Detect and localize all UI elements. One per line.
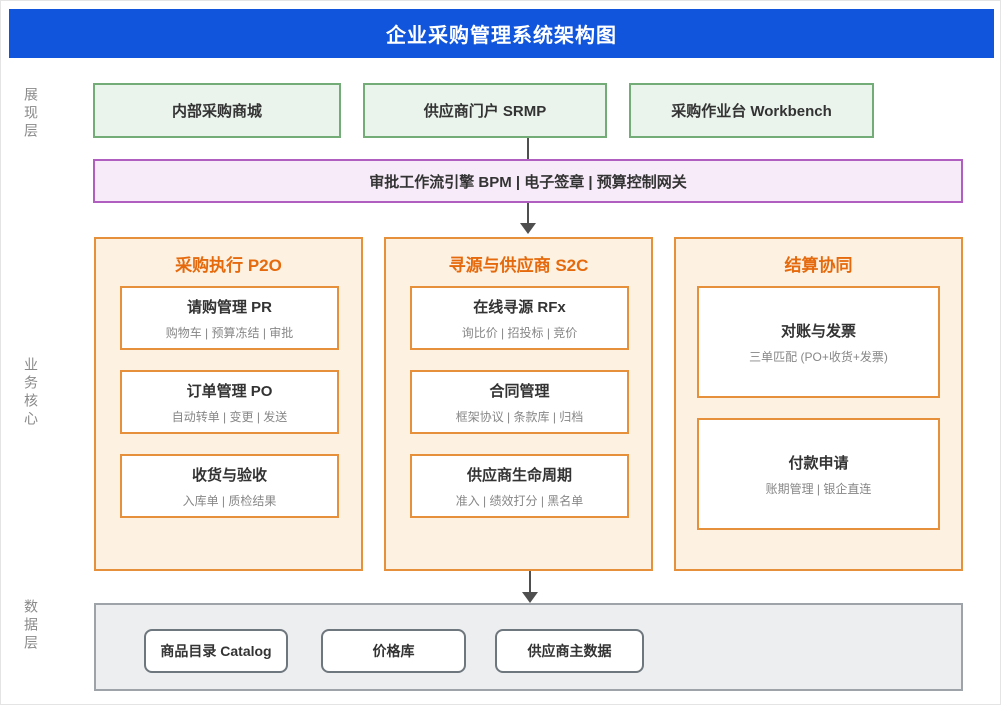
module-title: 对账与发票 [780,322,856,340]
middleware-band: 审批工作流引擎 BPM | 电子签章 | 预算控制网关 [93,159,963,203]
module-subtitle: 询比价 | 招投标 | 竞价 [461,325,578,340]
module-subtitle: 框架协议 | 条款库 | 归档 [455,409,584,424]
column-title: 寻源与供应商 S2C [448,256,589,275]
arrow-shaft [529,571,531,592]
module-order-management: 订单管理 PO 自动转单 | 变更 | 发送 [120,370,339,434]
module-contract-management: 合同管理 框架协议 | 条款库 | 归档 [410,370,629,434]
data-box-supplier-master-data: 供应商主数据 [495,629,644,673]
diagram-title: 企业采购管理系统架构图 [386,25,617,47]
arrow-shaft [527,203,529,223]
column-procurement-execution: 采购执行 P2O 请购管理 PR 购物车 | 预算冻结 | 审批 订单管理 PO… [94,237,363,571]
down-arrow-icon [522,571,538,603]
module-goods-receipt: 收货与验收 入库单 | 质检结果 [120,454,339,518]
data-layer-band: 商品目录 Catalog 价格库 供应商主数据 [94,603,963,691]
diagram-title-bar: 企业采购管理系统架构图 [9,9,994,58]
presentation-box-workbench: 采购作业台 Workbench [629,83,874,138]
layer-label-presentation: 展现层 [23,87,39,141]
layer-label-data: 数据层 [23,599,39,653]
module-purchase-request: 请购管理 PR 购物车 | 预算冻结 | 审批 [120,286,339,350]
column-title: 结算协同 [784,256,853,275]
presentation-box-supplier-portal: 供应商门户 SRMP [363,83,607,138]
module-subtitle: 账期管理 | 银企直连 [765,481,872,496]
module-reconciliation-invoice: 对账与发票 三单匹配 (PO+收货+发票) [697,286,940,398]
module-subtitle: 自动转单 | 变更 | 发送 [171,409,288,424]
connector-line [527,138,529,159]
arrow-head [522,592,538,603]
module-payment-request: 付款申请 账期管理 | 银企直连 [697,418,940,530]
module-title: 请购管理 PR [186,298,272,316]
module-supplier-lifecycle: 供应商生命周期 准入 | 绩效打分 | 黑名单 [410,454,629,518]
module-title: 供应商生命周期 [466,466,572,484]
module-subtitle: 入库单 | 质检结果 [182,493,277,508]
data-box-catalog: 商品目录 Catalog [144,629,288,673]
module-title: 收货与验收 [191,466,267,484]
column-sourcing-supplier: 寻源与供应商 S2C 在线寻源 RFx 询比价 | 招投标 | 竞价 合同管理 … [384,237,653,571]
module-subtitle: 三单匹配 (PO+收货+发票) [749,349,888,364]
module-title: 合同管理 [489,382,550,400]
down-arrow-icon [520,203,536,234]
arrow-head [520,223,536,234]
column-title: 采购执行 P2O [175,256,282,275]
data-box-price-library: 价格库 [321,629,466,673]
presentation-box-internal-mall: 内部采购商城 [93,83,341,138]
module-online-sourcing: 在线寻源 RFx 询比价 | 招投标 | 竞价 [410,286,629,350]
module-subtitle: 购物车 | 预算冻结 | 审批 [165,325,294,340]
module-subtitle: 准入 | 绩效打分 | 黑名单 [455,493,584,508]
module-title: 在线寻源 RFx [473,298,566,316]
layer-label-business: 业务核心 [23,357,39,429]
module-title: 付款申请 [788,454,849,472]
column-settlement: 结算协同 对账与发票 三单匹配 (PO+收货+发票) 付款申请 账期管理 | 银… [674,237,963,571]
module-title: 订单管理 PO [186,382,273,400]
